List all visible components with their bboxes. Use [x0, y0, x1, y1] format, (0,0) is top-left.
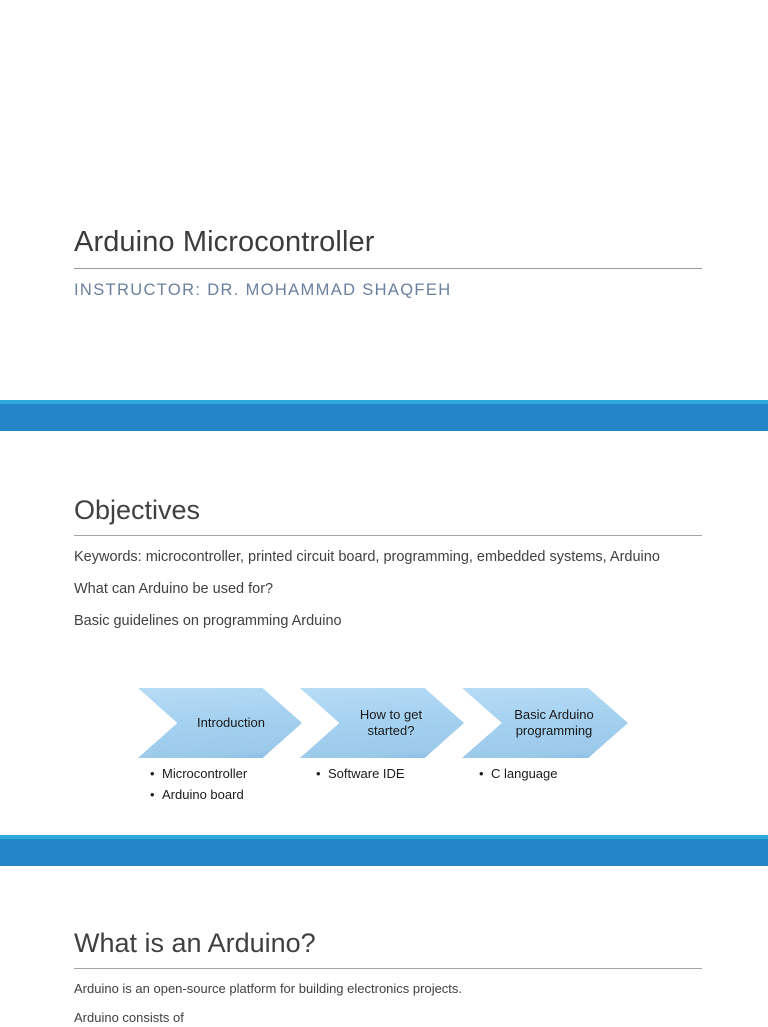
title-slide: Arduino Microcontroller INSTRUCTOR: DR. …	[74, 226, 702, 300]
slide-separator-band-2	[0, 835, 768, 866]
objectives-slide: Objectives Keywords: microcontroller, pr…	[74, 495, 702, 631]
process-step-3-label: Basic Arduino programming	[514, 706, 594, 738]
band-highlight-edge	[0, 835, 768, 839]
deck-subtitle: INSTRUCTOR: DR. MOHAMMAD SHAQFEH	[74, 281, 452, 300]
process-step-1-shape: Introduction	[138, 688, 302, 758]
objectives-line-2: What can Arduino be used for?	[74, 581, 274, 598]
process-diagram: Introduction How to get started? Basic A…	[0, 683, 768, 813]
arduino-divider	[74, 968, 702, 970]
objectives-keywords: Keywords: microcontroller, printed circu…	[74, 549, 660, 566]
list-item: C language	[481, 763, 558, 784]
process-step-2-label: How to get started?	[359, 706, 423, 738]
slide-separator-band-1	[0, 400, 768, 431]
list-item: Arduino board	[152, 784, 247, 805]
band-highlight-edge	[0, 400, 768, 404]
arduino-heading: What is an Arduino?	[74, 928, 316, 958]
process-step-2-bullets: Software IDE	[318, 763, 405, 784]
list-item: Microcontroller	[152, 763, 247, 784]
deck-title: Arduino Microcontroller	[74, 226, 375, 258]
arduino-line-1: Arduino is an open-source platform for b…	[74, 981, 463, 997]
objectives-line-3: Basic guidelines on programming Arduino	[74, 613, 342, 630]
list-item: Software IDE	[318, 763, 405, 784]
process-step-1-bullets: Microcontroller Arduino board	[152, 763, 247, 805]
process-step-2-shape: How to get started?	[300, 688, 464, 758]
process-step-3-bullets: C language	[481, 763, 558, 784]
arduino-slide: What is an Arduino? Arduino is an open-s…	[74, 928, 702, 1027]
objectives-divider	[74, 535, 702, 537]
process-step-1-label: Introduction	[197, 714, 265, 730]
title-divider	[74, 268, 702, 270]
arduino-line-2: Arduino consists of	[74, 1010, 184, 1026]
objectives-heading: Objectives	[74, 495, 201, 525]
process-step-3-shape: Basic Arduino programming	[462, 688, 628, 758]
